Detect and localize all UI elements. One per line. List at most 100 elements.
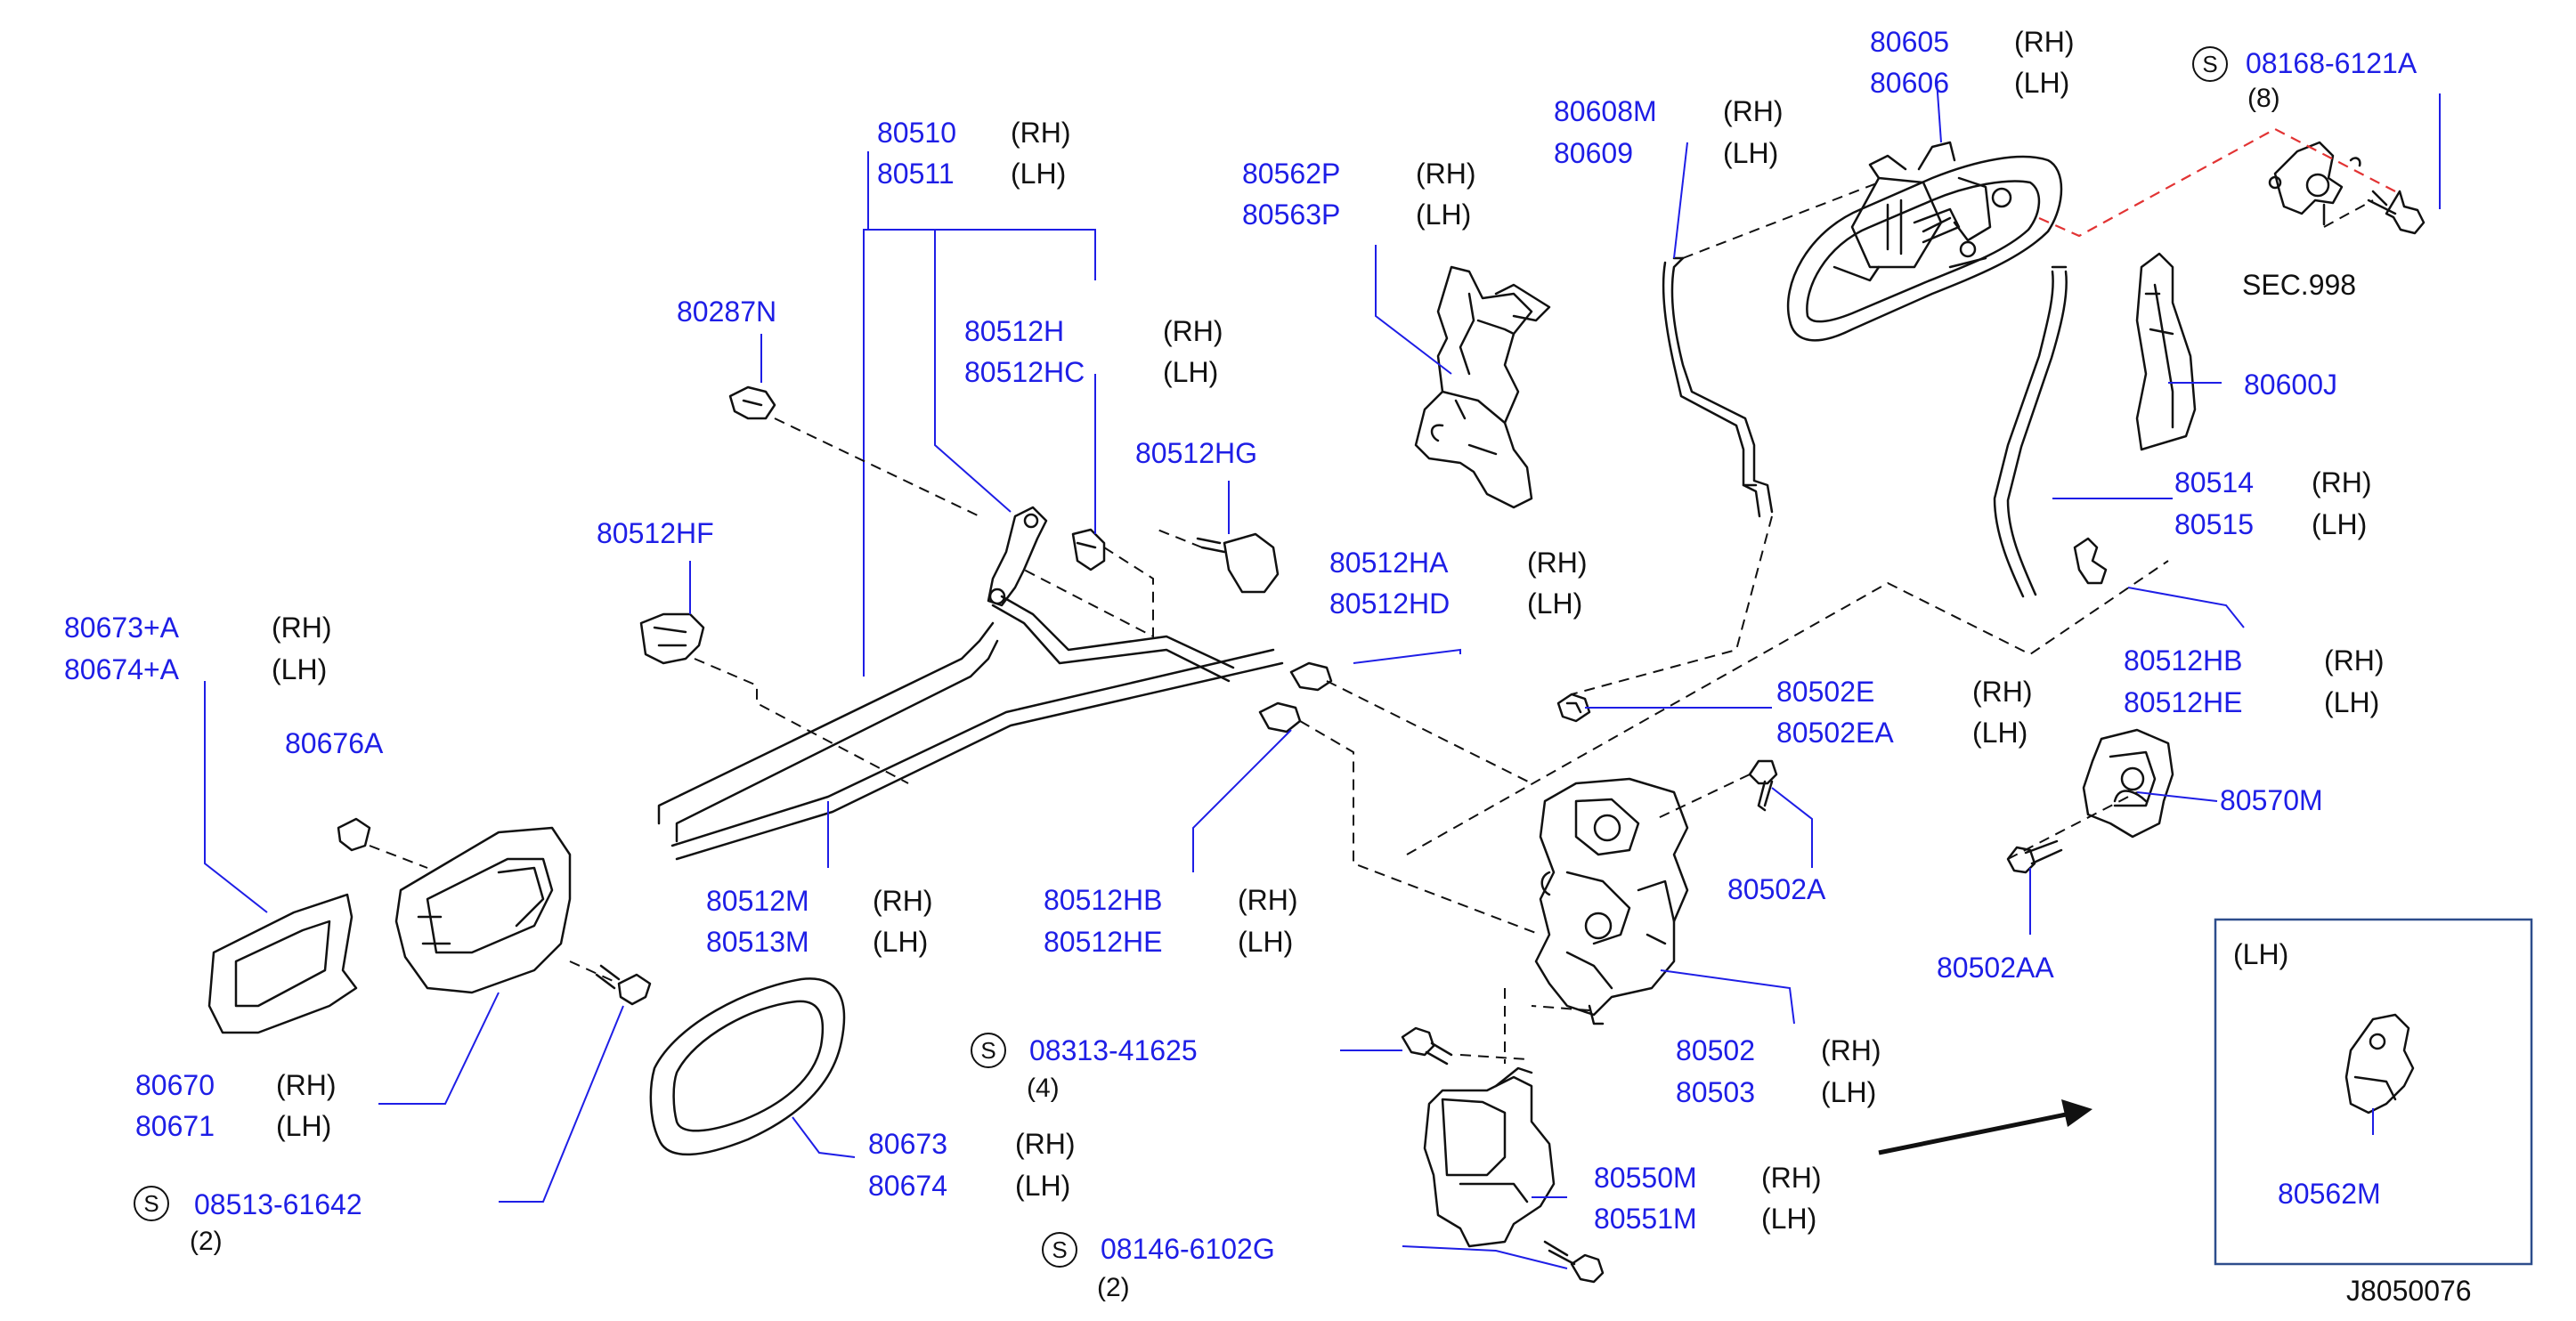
part-80512H-label[interactable]: 80512H <box>964 315 1065 347</box>
part-80562P-label[interactable]: 80562P <box>1242 158 1341 190</box>
clip-80512HA-drawing <box>1289 661 1333 692</box>
sec998-clip-drawing <box>2268 141 2426 235</box>
rh-tag: (RH) <box>1238 884 1298 916</box>
outside-handle-drawing <box>1786 141 2063 342</box>
lh-tag: (LH) <box>873 926 929 958</box>
lh-tag: (LH) <box>1972 717 2028 749</box>
lh-tag: (LH) <box>1238 926 1294 958</box>
rh-tag: (RH) <box>1163 315 1223 347</box>
rh-tag: (RH) <box>272 612 332 644</box>
part-80513M-label[interactable]: 80513M <box>706 926 809 958</box>
part-80287N-label[interactable]: 80287N <box>677 296 777 328</box>
standard-part-s-icon: S <box>1042 1232 1077 1268</box>
clip-80502E-drawing <box>1556 693 1591 723</box>
qty-2: (2) <box>1097 1273 1130 1302</box>
clip-80512HG-drawing <box>1196 532 1280 594</box>
rh-tag: (RH) <box>276 1069 337 1101</box>
part-80570M-label[interactable]: 80570M <box>2220 784 2323 816</box>
part-08146-6102G-label[interactable]: 08146-6102G <box>1101 1233 1275 1265</box>
part-80674A-label[interactable]: 80674+A <box>64 653 180 685</box>
lh-tag: (LH) <box>276 1110 332 1142</box>
part-80512HB-label[interactable]: 80512HB <box>1044 884 1163 916</box>
part-80512HA-label[interactable]: 80512HA <box>1329 547 1449 579</box>
part-80609-label[interactable]: 80609 <box>1554 137 1633 169</box>
part-80671-label[interactable]: 80671 <box>135 1110 215 1142</box>
part-80502E-label[interactable]: 80502E <box>1776 676 1875 708</box>
part-80511-label[interactable]: 80511 <box>877 158 955 190</box>
rh-tag: (RH) <box>2014 26 2075 58</box>
screw-80502A-drawing <box>1748 759 1778 812</box>
qty-2: (2) <box>190 1227 223 1256</box>
lh-tag: (LH) <box>272 653 328 685</box>
lh-tag: (LH) <box>2014 67 2070 99</box>
rh-tag: (RH) <box>2312 466 2372 498</box>
part-80514-label[interactable]: 80514 <box>2174 466 2254 498</box>
qty-8: (8) <box>2247 84 2280 113</box>
part-80503-label[interactable]: 80503 <box>1676 1076 1755 1108</box>
red-dashed-link <box>2038 127 2396 238</box>
part-80563P-label[interactable]: 80563P <box>1242 199 1341 231</box>
part-80515-label[interactable]: 80515 <box>2174 508 2254 540</box>
part-80502-label[interactable]: 80502 <box>1676 1034 1755 1066</box>
part-80502AA-label[interactable]: 80502AA <box>1937 952 2054 984</box>
rod-80608M-drawing <box>1662 256 1774 518</box>
part-80600J-label[interactable]: 80600J <box>2244 369 2337 401</box>
rh-tag: (RH) <box>1761 1162 1822 1194</box>
part-08513-61642-label[interactable]: 08513-61642 <box>194 1188 362 1220</box>
part-80512HE-label[interactable]: 80512HE <box>1044 926 1163 958</box>
lh-tag: (LH) <box>1011 158 1067 190</box>
guide-80600J-drawing <box>2135 252 2197 451</box>
rh-tag: (RH) <box>1527 547 1588 579</box>
part-80551M-label[interactable]: 80551M <box>1594 1203 1697 1235</box>
rh-tag: (RH) <box>873 885 933 917</box>
part-80502A-label[interactable]: 80502A <box>1727 873 1826 905</box>
clip-80676A-drawing <box>337 817 371 852</box>
lh-tag: (LH) <box>1821 1076 1877 1108</box>
part-80512HG-label[interactable]: 80512HG <box>1135 437 1257 469</box>
part-80512HF-label[interactable]: 80512HF <box>597 517 714 549</box>
part-80550M-label[interactable]: 80550M <box>1594 1162 1697 1194</box>
part-80606-label[interactable]: 80606 <box>1870 67 1949 99</box>
bolt-08313-drawing <box>1401 1026 1453 1066</box>
sec-998-ref[interactable]: SEC.998 <box>2242 269 2357 301</box>
part-08168-6121A-label[interactable]: 08168-6121A <box>2246 47 2418 79</box>
clip-80512HF-drawing <box>639 612 705 665</box>
clip-80512HC-drawing <box>1071 528 1106 571</box>
screw-80502AA-drawing <box>2006 839 2063 874</box>
part-80502EA-label[interactable]: 80502EA <box>1776 717 1894 749</box>
part-80676A-label[interactable]: 80676A <box>285 727 384 759</box>
lever-80512H-drawing <box>987 506 1048 607</box>
clip-80287N-drawing <box>728 385 776 420</box>
part-80512M-label[interactable]: 80512M <box>706 885 809 917</box>
part-80670-label[interactable]: 80670 <box>135 1069 215 1101</box>
bolt-08146-drawing <box>1543 1240 1605 1284</box>
rh-tag: (RH) <box>1723 95 1784 127</box>
inset-frame <box>2214 918 2533 1266</box>
screw-08513-drawing <box>595 964 652 1006</box>
part-80608M-label[interactable]: 80608M <box>1554 95 1657 127</box>
standard-part-s-icon: S <box>2192 46 2228 82</box>
leader-lines <box>204 79 2441 1269</box>
rh-tag: (RH) <box>1011 117 1071 149</box>
part-80605-label[interactable]: 80605 <box>1870 26 1949 58</box>
part-80562M-label[interactable]: 80562M <box>2278 1178 2381 1210</box>
door-lock-80502-drawing <box>1534 777 1689 1025</box>
bracket-80562P-drawing <box>1414 265 1551 509</box>
inset-lever-80562M-drawing <box>2344 1013 2415 1114</box>
part-80512HC-label[interactable]: 80512HC <box>964 356 1085 388</box>
lh-tag: (LH) <box>1015 1170 1071 1202</box>
part-80512HE-label[interactable]: 80512HE <box>2124 686 2243 718</box>
part-80512HD-label[interactable]: 80512HD <box>1329 588 1451 620</box>
diagram-id: J8050076 <box>2346 1275 2472 1307</box>
part-80673-label[interactable]: 80673 <box>868 1128 947 1160</box>
part-80512HB-label[interactable]: 80512HB <box>2124 644 2243 677</box>
part-80510-label[interactable]: 80510 <box>877 117 956 149</box>
part-80674-label[interactable]: 80674 <box>868 1170 947 1202</box>
rod-80510-drawing <box>657 595 1284 861</box>
lh-tag: (LH) <box>2324 686 2380 718</box>
part-80673A-label[interactable]: 80673+A <box>64 612 180 644</box>
rh-tag: (RH) <box>1972 676 2033 708</box>
part-08313-41625-label[interactable]: 08313-41625 <box>1029 1034 1198 1066</box>
